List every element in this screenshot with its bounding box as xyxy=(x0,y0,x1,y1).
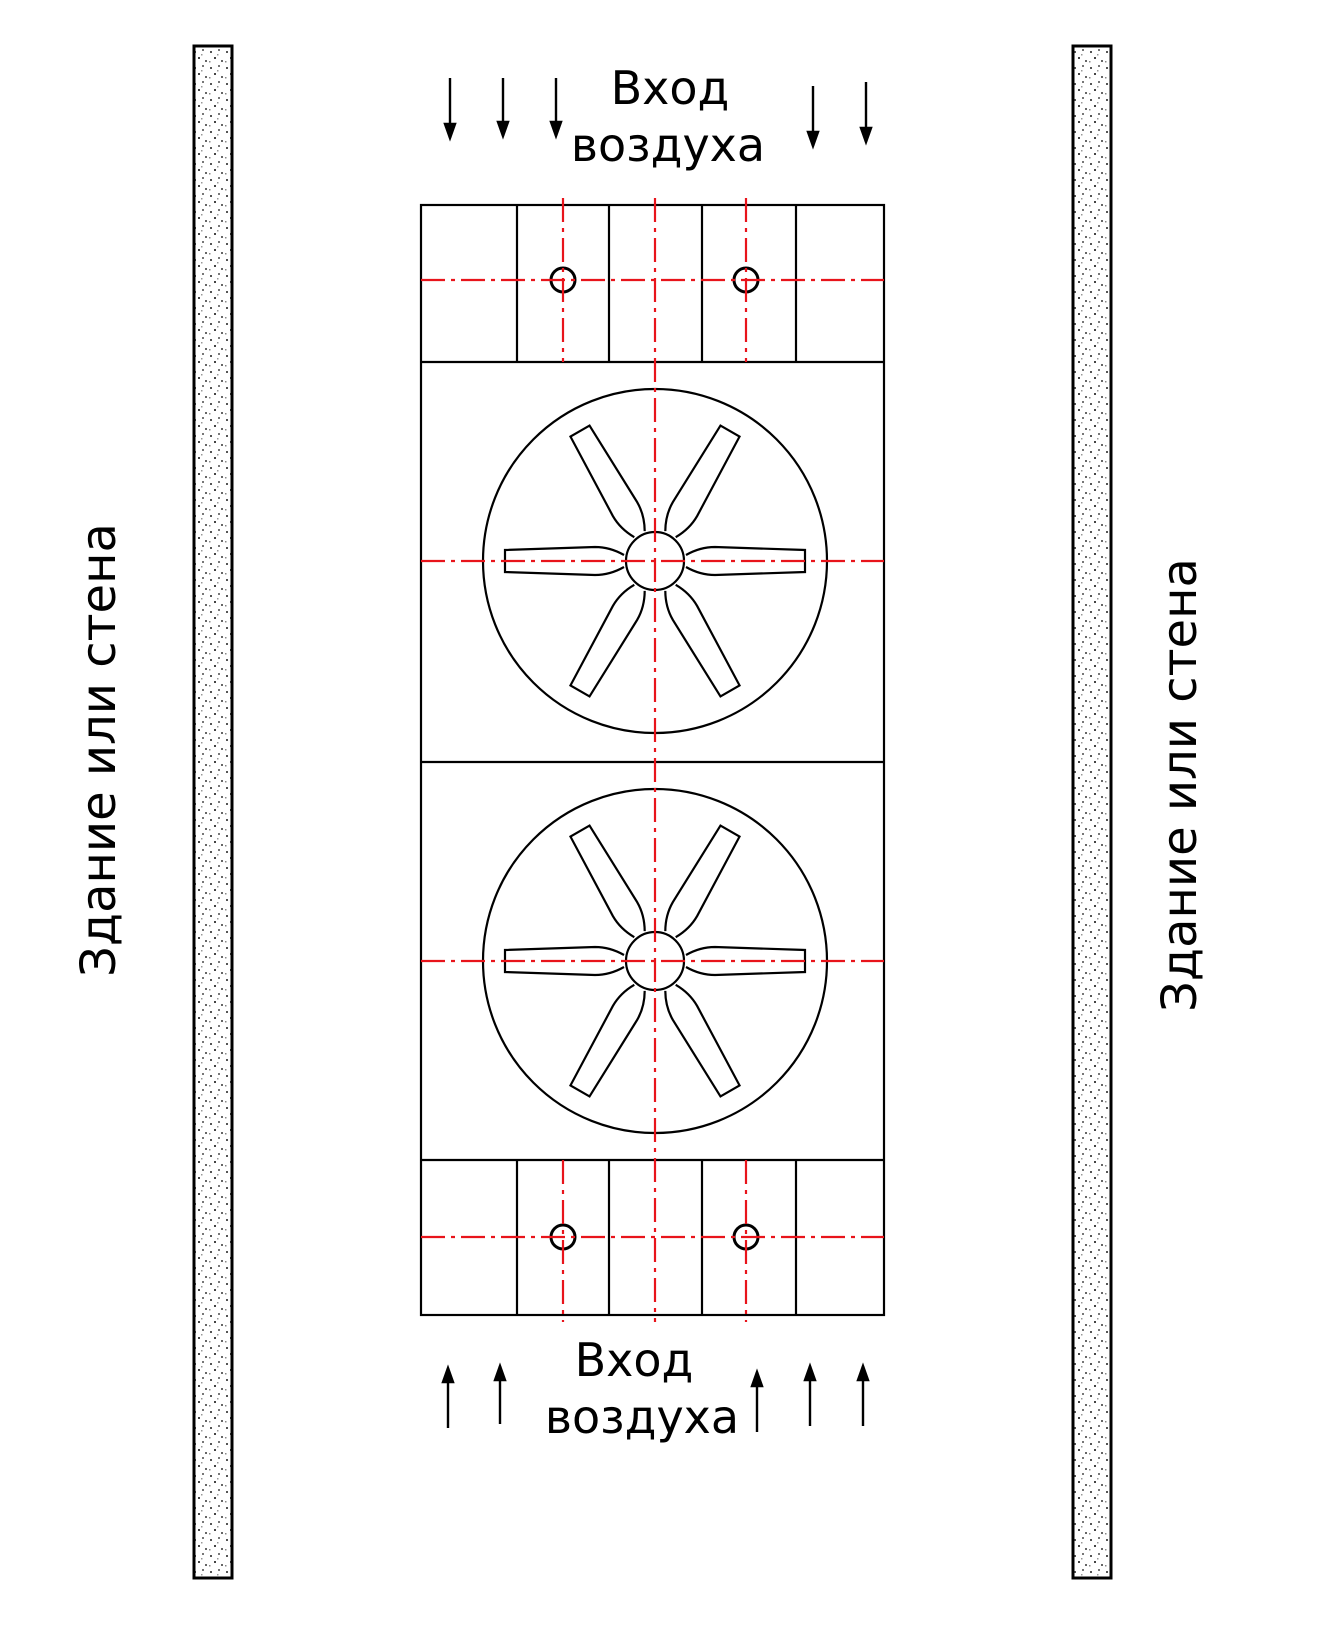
fan-blade xyxy=(569,983,646,1098)
right-wall xyxy=(1071,44,1113,1580)
fan-blade xyxy=(569,424,646,539)
air-inlet-top-label-line1: Вход xyxy=(611,61,730,115)
air-inflow-arrows-bottom xyxy=(441,1362,870,1432)
left-wall xyxy=(192,44,234,1580)
cooler-unit-outline xyxy=(419,203,886,1317)
fan-blade xyxy=(569,583,646,698)
wall-label-right: Здание или стена xyxy=(1152,558,1208,1012)
center-lines xyxy=(421,198,884,1322)
air-inlet-bottom-label-line1: Вход xyxy=(575,1333,694,1387)
fan-blade xyxy=(664,583,741,698)
air-inflow-arrows-top xyxy=(443,78,873,150)
fan-blade xyxy=(664,983,741,1098)
wall-label-left: Здание или стена xyxy=(71,523,127,977)
air-inlet-bottom-label-line2: воздуха xyxy=(545,1390,739,1444)
fan-blade xyxy=(569,824,646,939)
air-inlet-top-label-line2: воздуха xyxy=(571,118,765,172)
top-coil-section xyxy=(515,205,798,362)
fan-blade xyxy=(664,424,741,539)
fan-blade xyxy=(664,824,741,939)
